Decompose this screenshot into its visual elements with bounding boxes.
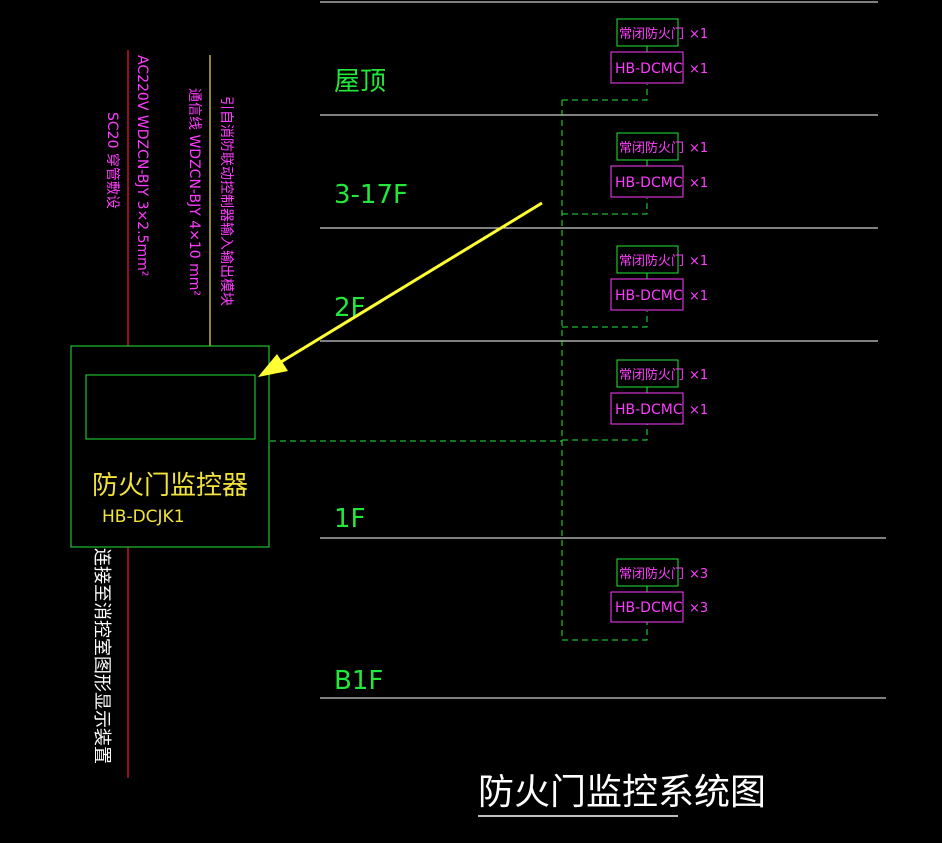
floor-label-roof: 屋顶: [334, 67, 386, 97]
fire-door-label: 常闭防火门: [619, 140, 684, 156]
module-box: [610, 278, 684, 311]
signal-cable-label: 通信线 WDZCN-BJY 4×10 mm²: [186, 88, 202, 296]
display-link-note: 连接至消控室图形显示装置: [91, 548, 112, 764]
module-label: HB-DCMC: [615, 175, 683, 191]
pointer-arrow: [258, 201, 543, 377]
controller-name: 防火门监控器: [92, 471, 248, 501]
module-box: [610, 165, 684, 198]
controller-display: [85, 374, 256, 440]
fire-door-label: 常闭防火门: [619, 367, 684, 383]
fire-door-count: ×1: [689, 27, 708, 42]
floor-label-3-17f: 3-17F: [334, 180, 408, 210]
fire-door-label: 常闭防火门: [619, 566, 684, 582]
floor-label-2f: 2F: [334, 293, 366, 323]
fire-door-count: ×1: [689, 254, 708, 269]
module-label: HB-DCMC: [615, 61, 683, 77]
communication-bus: [270, 84, 648, 641]
controller-box: [70, 345, 270, 548]
signal-source-label: 引自消防联动控制器输入输出模块: [218, 96, 234, 306]
module-count: ×1: [689, 176, 708, 191]
module-count: ×1: [689, 403, 708, 418]
fire-door-label: 常闭防火门: [619, 253, 684, 269]
module-box: [610, 51, 684, 84]
fire-door-count: ×1: [689, 368, 708, 383]
fire-door-controller: 防火门监控器 HB-DCJK1: [70, 345, 270, 548]
module-label: HB-DCMC: [615, 288, 683, 304]
module-label: HB-DCMC: [615, 600, 683, 616]
fire-door-count: ×1: [689, 141, 708, 156]
floor-label-1f: 1F: [334, 504, 366, 534]
module-box: [610, 392, 684, 425]
device-group-2f: 常闭防火门 ×1 HB-DCMC ×1: [610, 245, 708, 311]
module-count: ×3: [689, 601, 708, 616]
device-group-3-17f: 常闭防火门 ×1 HB-DCMC ×1: [610, 132, 708, 198]
power-conduit-label: SC20 穿管敷设: [104, 112, 120, 209]
module-label: HB-DCMC: [615, 402, 683, 418]
power-cable-label: AC220V WDZCN-BJY 3×2.5mm²: [134, 55, 150, 276]
device-group-1f: 常闭防火门 ×1 HB-DCMC ×1: [610, 359, 708, 425]
module-count: ×1: [689, 289, 708, 304]
fire-door-label: 常闭防火门: [619, 26, 684, 42]
device-group-b1f: 常闭防火门 ×3 HB-DCMC ×3: [610, 558, 708, 623]
module-box: [610, 591, 684, 623]
diagram-title: 防火门监控系统图: [478, 772, 766, 813]
controller-model: HB-DCJK1: [102, 507, 185, 527]
fire-door-count: ×3: [689, 567, 708, 582]
module-count: ×1: [689, 62, 708, 77]
floor-label-b1f: B1F: [334, 666, 383, 696]
device-group-roof: 常闭防火门 ×1 HB-DCMC ×1: [610, 18, 708, 84]
